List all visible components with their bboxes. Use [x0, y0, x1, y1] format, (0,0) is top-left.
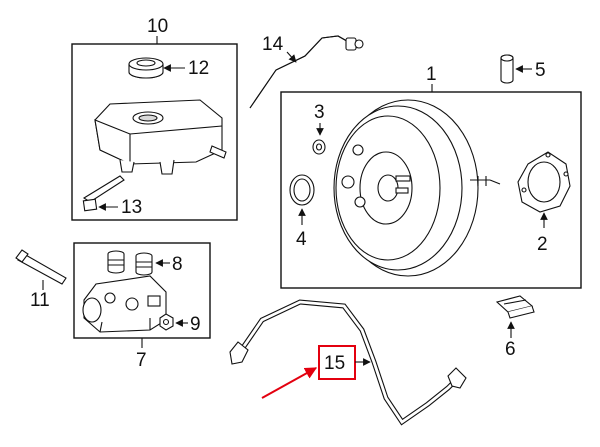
vacuum-hose: [249, 35, 364, 109]
callout-12: 12: [188, 58, 209, 79]
callout-9: 9: [190, 314, 201, 335]
callout-5: 5: [535, 60, 546, 81]
brake-master-cylinder: [82, 275, 167, 333]
callout-7: 7: [136, 350, 147, 371]
callout-14: 14: [262, 34, 284, 55]
callout-1: 1: [426, 64, 437, 85]
brake-booster: [333, 99, 501, 277]
booster-gasket: [517, 151, 571, 213]
callout-15: 15: [324, 353, 345, 374]
fluid-level-sensor: [82, 175, 125, 212]
callout-3: 3: [314, 102, 325, 123]
reservoir-cap: [128, 57, 164, 79]
booster-seal-ring: [289, 174, 315, 206]
booster-group-box: [280, 91, 582, 289]
bracket-clip: [495, 295, 535, 319]
brake-line: [229, 299, 467, 426]
callout-4: 4: [296, 229, 307, 250]
master-cylinder-nut: [159, 313, 174, 331]
callout-13: 13: [121, 197, 142, 218]
pin: [500, 54, 514, 84]
callout-11: 11: [30, 290, 50, 311]
highlight-pointer-arrow: [261, 367, 318, 399]
callout-8: 8: [172, 254, 183, 275]
callout-6: 6: [505, 339, 516, 360]
push-rod: [15, 249, 67, 285]
callout-2: 2: [537, 234, 548, 255]
reservoir-group-box: [71, 43, 238, 221]
reservoir-grommets: [107, 250, 153, 276]
brake-fluid-reservoir: [94, 99, 227, 175]
callout-10: 10: [147, 16, 168, 37]
booster-nut: [312, 139, 326, 155]
